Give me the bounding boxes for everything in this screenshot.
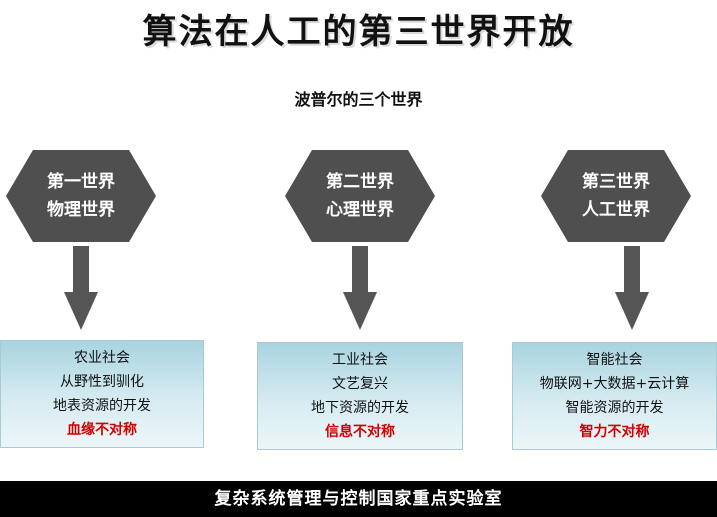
world-2-item: 地下资源的开发 xyxy=(311,400,409,416)
world-1-item: 从野性到驯化 xyxy=(60,374,144,390)
world-3-name: 第三世界 xyxy=(582,172,650,192)
world-1-highlight: 血缘不对称 xyxy=(67,422,137,438)
world-3-item: 智能社会 xyxy=(586,352,643,368)
footer-banner: 复杂系统管理与控制国家重点实验室 xyxy=(0,481,717,517)
down-arrow-icon xyxy=(615,246,649,332)
down-arrow-icon xyxy=(343,246,377,332)
world-node-3: 第三世界 人工世界 xyxy=(541,150,691,242)
down-arrow-icon xyxy=(64,246,98,332)
world-1-description-box: 农业社会 从野性到驯化 地表资源的开发 血缘不对称 xyxy=(0,340,204,448)
world-1-name: 第一世界 xyxy=(47,172,115,192)
world-2-name: 第二世界 xyxy=(326,172,394,192)
world-1-item: 地表资源的开发 xyxy=(53,398,151,414)
world-2-description-box: 工业社会 文艺复兴 地下资源的开发 信息不对称 xyxy=(257,342,463,450)
page-title: 算法在人工的第三世界开放 xyxy=(142,12,575,52)
world-3-description-box: 智能社会 物联网+大数据+云计算 智能资源的开发 智力不对称 xyxy=(512,342,717,450)
world-1-item: 农业社会 xyxy=(74,350,130,366)
world-3-type: 人工世界 xyxy=(582,200,650,220)
world-2-type: 心理世界 xyxy=(326,200,394,220)
world-2-highlight: 信息不对称 xyxy=(325,424,395,440)
world-2-item: 工业社会 xyxy=(332,352,388,368)
world-node-1: 第一世界 物理世界 xyxy=(6,150,156,242)
world-2-item: 文艺复兴 xyxy=(332,376,388,392)
world-1-type: 物理世界 xyxy=(47,200,115,220)
world-3-item: 智能资源的开发 xyxy=(565,400,664,416)
diagram-subtitle: 波普尔的三个世界 xyxy=(294,90,423,109)
world-node-2: 第二世界 心理世界 xyxy=(285,150,435,242)
world-3-item: 物联网+大数据+云计算 xyxy=(539,376,690,392)
world-3-highlight: 智力不对称 xyxy=(579,424,650,440)
